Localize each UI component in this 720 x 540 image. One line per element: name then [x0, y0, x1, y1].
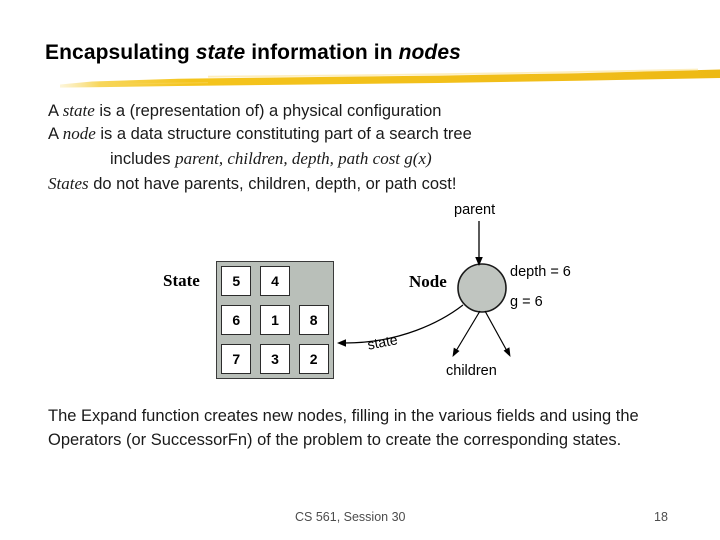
- body-line-4: States do not have parents, children, de…: [48, 172, 456, 196]
- puzzle-cell: 8: [294, 301, 333, 340]
- puzzle-tile: 5: [221, 266, 252, 297]
- state-edge-label: state: [366, 331, 399, 353]
- puzzle-tile: 6: [221, 304, 252, 335]
- line2-emphasis: node: [62, 124, 96, 143]
- children-arrow-left: [452, 310, 481, 357]
- puzzle-tile: 2: [298, 343, 329, 374]
- node-circle: [457, 263, 507, 313]
- puzzle-tile: 1: [259, 304, 290, 335]
- puzzle-cell: 5: [217, 262, 256, 301]
- puzzle-tile: 4: [259, 266, 290, 297]
- line4-text-b: do not have parents, children, depth, or…: [88, 175, 457, 193]
- line3-field-list: parent, children, depth, path cost g(x): [175, 149, 432, 168]
- state-arrow: [337, 304, 464, 347]
- puzzle-tile: 7: [221, 343, 252, 374]
- line2-text-a: A: [48, 125, 63, 143]
- title-emphasis-state: state: [195, 41, 246, 64]
- parent-arrow: [475, 221, 483, 266]
- body-line-3: includes parent, children, depth, path c…: [110, 147, 432, 171]
- children-label: children: [446, 363, 497, 379]
- puzzle-tile: 8: [298, 304, 329, 335]
- successorfn-keyword: SuccessorFn: [150, 431, 248, 449]
- puzzle-cell: 7: [217, 339, 256, 378]
- line2-text-b: is a data structure constituting part of…: [95, 125, 472, 143]
- expand-keyword: Expand: [81, 407, 137, 425]
- state-caption: State: [163, 271, 200, 290]
- title-emphasis-nodes: nodes: [398, 41, 461, 64]
- depth-label: depth = 6: [510, 264, 571, 280]
- line1-text-a: A: [48, 102, 63, 120]
- footer-session-label: CS 561, Session 30: [295, 510, 406, 524]
- puzzle-cell: 4: [256, 262, 295, 301]
- puzzle-tile: 3: [259, 343, 290, 374]
- children-arrow-right: [484, 310, 511, 357]
- para-text-b: function creates new nodes, filling in t…: [137, 407, 639, 425]
- puzzle-cell-blank: [294, 262, 333, 301]
- para-text-c: (or: [121, 431, 151, 449]
- title-part-2: information in: [245, 41, 399, 64]
- line4-emphasis: States: [48, 174, 89, 193]
- puzzle-cell: 3: [256, 339, 295, 378]
- title-part-1: Encapsulating: [45, 41, 196, 64]
- body-paragraph: The Expand function creates new nodes, f…: [48, 404, 708, 452]
- line1-emphasis: state: [62, 101, 95, 120]
- puzzle-grid: 5 4 6 1 8 7 3 2: [216, 261, 334, 379]
- page-title: Encapsulating state information in nodes: [45, 41, 461, 65]
- para-text-d: ) of the problem to create the correspon…: [247, 431, 622, 449]
- body-line-1: A state is a (representation of) a physi…: [48, 99, 441, 123]
- puzzle-cell: 2: [294, 339, 333, 378]
- parent-label: parent: [454, 202, 496, 218]
- para-text-a: The: [48, 407, 82, 425]
- node-caption: Node: [409, 272, 447, 291]
- operators-keyword: Operators: [48, 431, 122, 449]
- title-accent-rule: [60, 68, 720, 88]
- line1-text-b: is a (representation of) a physical conf…: [94, 102, 442, 120]
- puzzle-cell: 6: [217, 301, 256, 340]
- body-line-2: A node is a data structure constituting …: [48, 122, 472, 146]
- puzzle-cell: 1: [256, 301, 295, 340]
- footer-page-number: 18: [654, 510, 668, 524]
- path-cost-label: g = 6: [510, 294, 543, 310]
- line3-text-a: includes: [110, 150, 176, 168]
